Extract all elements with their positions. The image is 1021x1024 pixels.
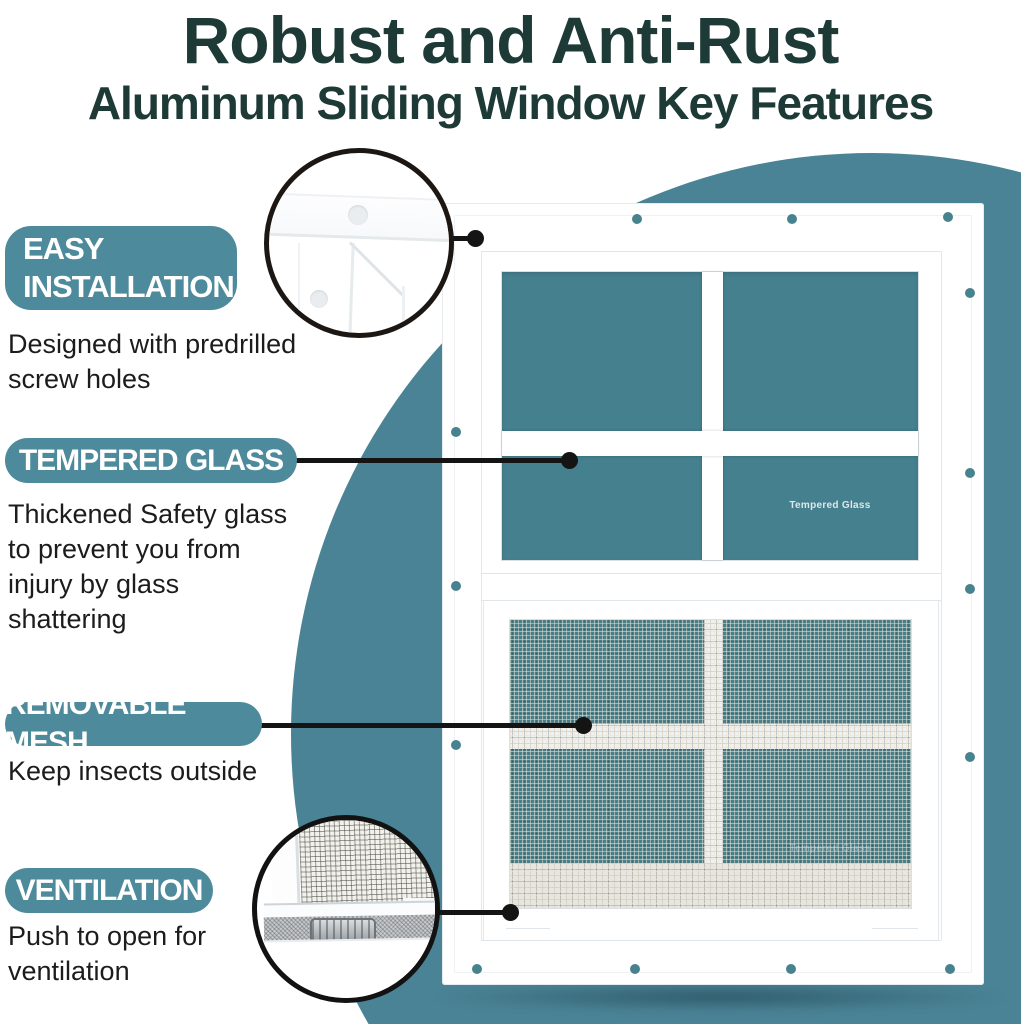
corner-detail-photo — [269, 153, 449, 333]
feature-badge-tempered-glass: TEMPERED GLASS — [5, 438, 297, 483]
screw-hole — [786, 964, 796, 974]
page-subtitle: Aluminum Sliding Window Key Features — [87, 77, 934, 129]
sill-face — [257, 937, 435, 998]
insect-mesh-texture — [510, 620, 911, 908]
screw-hole — [965, 468, 975, 478]
corner-detail-inset — [264, 148, 454, 338]
frame-line — [481, 251, 941, 252]
screw-hole — [965, 584, 975, 594]
frame-jamb — [269, 820, 302, 914]
frame-line — [481, 251, 482, 940]
feature-desc-easy-installation: Designed with predrilled screw holes — [8, 329, 297, 394]
window-shadow — [430, 982, 1010, 1012]
feature-desc-removable-mesh: Keep insects outside — [8, 756, 258, 786]
screw-hole — [632, 214, 642, 224]
feature-badge-removable-mesh: REMOVABLE MESH — [5, 688, 262, 759]
screw-hole — [965, 288, 975, 298]
meeting-rail-line — [481, 573, 941, 574]
jamb-edge-3 — [297, 243, 300, 333]
screw-hole — [787, 214, 797, 224]
feature-desc-ventilation: Push to open for ventilation — [8, 921, 207, 986]
vertical-muntin — [702, 272, 723, 560]
tempered-glass-etch-label-lower: Tempered Glass — [789, 843, 871, 854]
screw-hole — [965, 752, 975, 762]
predrilled-hole — [310, 289, 329, 308]
screw-hole — [472, 964, 482, 974]
pointer-line-removable-mesh — [260, 723, 582, 728]
screw-hole — [451, 427, 461, 437]
screw-hole — [943, 212, 953, 222]
pointer-dot-ventilation — [502, 904, 519, 921]
frame-line — [483, 600, 484, 940]
miter-joint-line — [348, 241, 405, 298]
predrilled-hole — [348, 205, 369, 226]
vent-detail-inset — [252, 815, 440, 1003]
upper-sash-glass — [502, 272, 918, 560]
tempered-glass-etch-label-upper: Tempered Glass — [789, 500, 871, 511]
pointer-dot-removable-mesh — [575, 717, 592, 734]
screw-hole — [630, 964, 640, 974]
mesh-screen-closeup — [298, 820, 435, 909]
frame-line — [938, 600, 939, 940]
lower-sash-mesh-panel — [510, 620, 911, 908]
feature-badge-ventilation: VENTILATION — [5, 868, 213, 913]
feature-desc-tempered-glass: Thickened Safety glass to prevent you fr… — [8, 499, 288, 634]
page-title: Robust and Anti-Rust — [182, 3, 840, 77]
meeting-rail-line — [481, 600, 941, 601]
pointer-line-tempered-glass — [295, 458, 570, 463]
pointer-dot-installation — [467, 230, 484, 247]
pointer-dot-tempered-glass — [561, 452, 578, 469]
screw-hole — [451, 740, 461, 750]
screw-hole — [945, 964, 955, 974]
frame-line — [941, 251, 942, 940]
frame-step-line — [454, 215, 972, 973]
horizontal-muntin — [502, 431, 918, 456]
feature-badge-easy-installation: EASY INSTALLATION — [5, 226, 237, 310]
groove-line — [872, 928, 918, 929]
screw-hole — [451, 581, 461, 591]
frame-line — [481, 940, 941, 941]
pointer-line-ventilation — [433, 910, 507, 915]
jamb-edge — [348, 242, 355, 333]
groove-line — [506, 928, 550, 929]
vent-detail-photo — [257, 820, 435, 998]
pointer-line-installation — [450, 236, 470, 241]
jamb-edge-2 — [402, 286, 406, 333]
window-illustration: Tempered Glass Tempered Glass — [442, 203, 984, 985]
